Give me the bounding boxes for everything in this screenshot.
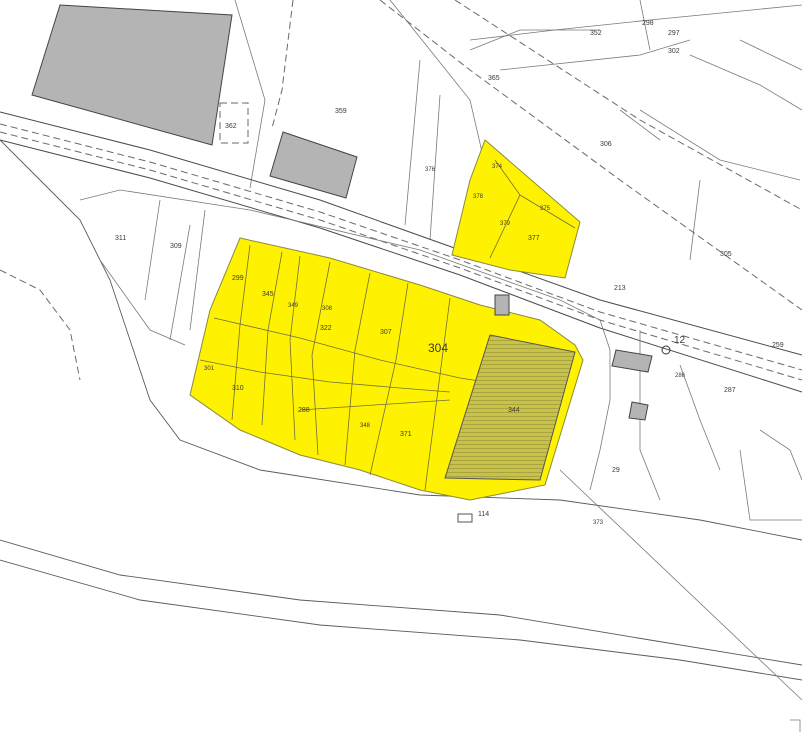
parcel-label-12: 12 (674, 335, 686, 346)
building-small-2 (611, 349, 653, 373)
small-structure (219, 102, 249, 144)
parcel-label-365: 365 (488, 75, 500, 82)
parcel-label-213: 213 (614, 285, 626, 292)
parcel-label-377: 377 (528, 235, 540, 242)
parcel-label-373: 373 (593, 520, 604, 526)
parcel-label-114: 114 (478, 511, 489, 518)
parcel-label-306: 306 (600, 141, 612, 148)
parcel-label-374: 374 (492, 164, 503, 170)
parcel-label-297: 297 (668, 30, 680, 37)
parcel-label-345: 345 (262, 291, 274, 298)
parcel-label-298: 298 (642, 20, 654, 27)
parcel-label-322: 322 (320, 325, 332, 332)
parcel-label-286: 286 (675, 373, 686, 379)
parcel-label-layer: 352 298 297 302 365 306 359 362 376 311 … (115, 20, 784, 526)
corner-mark (790, 719, 801, 732)
parcel-label-301: 301 (204, 366, 215, 372)
parcel-label-359: 359 (335, 108, 347, 115)
building-medium (269, 131, 358, 199)
building-small-1 (494, 294, 510, 316)
building-large (31, 4, 233, 146)
main-road (0, 111, 802, 393)
parcel-label-349: 349 (288, 303, 299, 309)
parcel-label-344: 344 (508, 407, 520, 414)
hatched-building (444, 334, 576, 481)
parcel-label-362: 362 (225, 123, 237, 130)
parcel-label-259: 259 (772, 342, 784, 349)
parcel-label-371: 371 (400, 431, 412, 438)
small-feature (457, 513, 473, 523)
parcel-label-378: 378 (473, 194, 484, 200)
parcel-label-379: 379 (500, 221, 511, 227)
parcel-label-352: 352 (590, 30, 602, 37)
building-small-3 (628, 401, 649, 421)
parcel-label-305: 305 (720, 251, 732, 258)
parcel-label-376: 376 (425, 167, 436, 173)
parcel-label-299: 299 (232, 275, 244, 282)
parcel-label-304: 304 (428, 341, 448, 355)
parcel-label-307: 307 (380, 329, 392, 336)
north-parcel-divisions (489, 159, 576, 259)
parcel-label-287: 287 (724, 387, 736, 394)
parcel-label-311: 311 (115, 235, 126, 242)
parcel-label-302: 302 (668, 48, 680, 55)
parcel-label-348: 348 (360, 423, 371, 429)
highlighted-parcel-north (451, 139, 581, 279)
parcel-label-29: 29 (612, 467, 620, 474)
parcel-label-308: 308 (322, 306, 333, 312)
parcel-label-375: 375 (540, 206, 551, 212)
parcel-label-309: 309 (170, 243, 182, 250)
parcel-label-288: 288 (298, 407, 310, 414)
parcel-label-310: 310 (232, 385, 244, 392)
survey-point-icon (661, 345, 671, 355)
lower-left-boundaries (0, 139, 802, 701)
upper-parcel-boundaries (234, 0, 802, 311)
